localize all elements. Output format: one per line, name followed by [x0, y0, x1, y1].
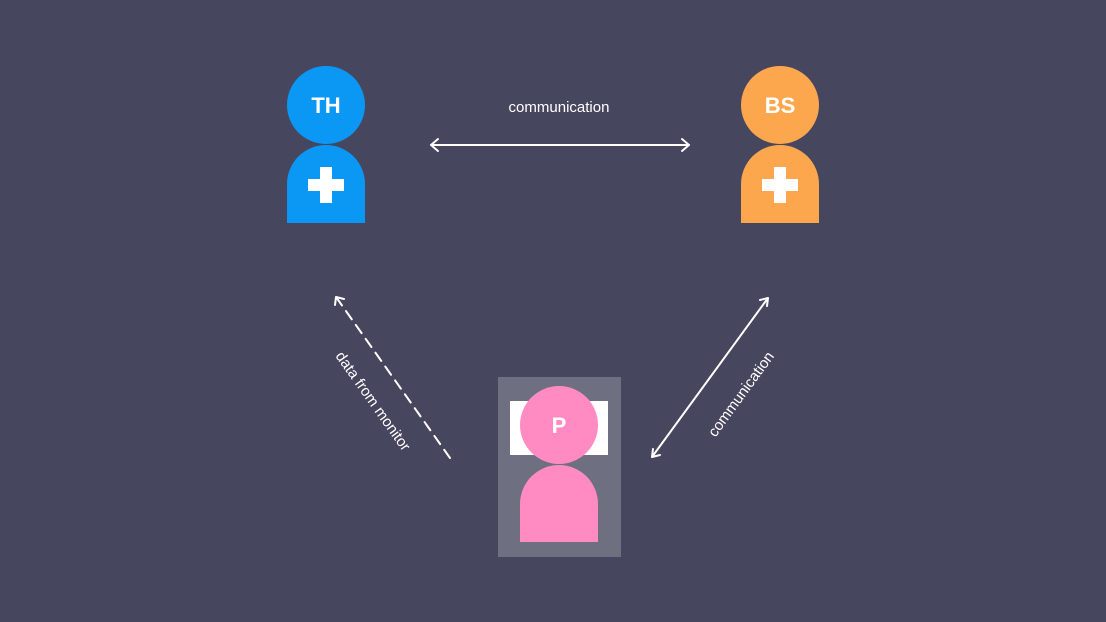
edge-label-right: communication — [705, 349, 778, 441]
arrowhead-right — [681, 138, 690, 152]
patient-figure: P — [498, 377, 621, 557]
edge-label-left: data from monitor — [332, 349, 414, 455]
medical-cross-icon — [308, 167, 344, 203]
patient-initials: P — [552, 413, 567, 438]
bedside-figure: BS — [741, 66, 819, 223]
arrowhead-left — [430, 138, 439, 152]
bedside-head — [741, 66, 819, 144]
edge-patient-therapist: data from monitor — [332, 296, 451, 459]
edge-bedside-patient: communication — [651, 297, 778, 458]
bedside-initials: BS — [765, 93, 796, 118]
edge-therapist-bedside: communication — [430, 99, 690, 152]
therapist-head — [287, 66, 365, 144]
arrowhead-top — [334, 296, 345, 306]
patient-head — [520, 386, 598, 464]
medical-cross-icon — [762, 167, 798, 203]
arrowhead-bottom — [651, 448, 661, 458]
double-arrow-line — [651, 297, 769, 458]
patient-body — [520, 465, 598, 542]
therapist-initials: TH — [311, 93, 340, 118]
therapist-figure: TH — [287, 66, 365, 223]
arrowhead-top — [759, 297, 769, 307]
edge-label-top: communication — [509, 99, 610, 116]
